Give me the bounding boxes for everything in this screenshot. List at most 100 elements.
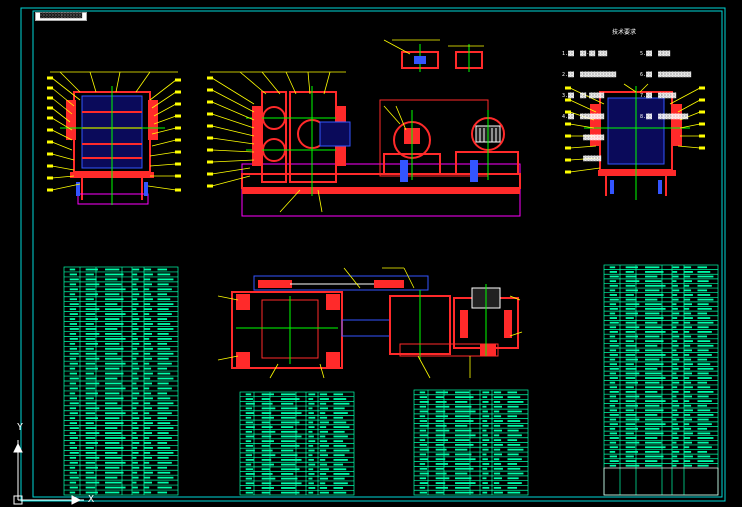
- table-cell-text: [261, 407, 276, 410]
- table-cell-text: [245, 463, 252, 466]
- table-cell-text: [645, 354, 666, 356]
- table-cell-text: [143, 447, 153, 449]
- table-cell-text: [261, 393, 274, 396]
- table-cell-text: [697, 271, 711, 273]
- detail-views-top[interactable]: [401, 44, 483, 72]
- table-cell-text: [507, 458, 522, 461]
- table-cell-text: [697, 427, 708, 430]
- table-cell-text: [672, 363, 678, 366]
- table-cell-text: [683, 432, 693, 435]
- parts-table-center-left[interactable]: [239, 391, 355, 496]
- table-cell-text: [672, 441, 677, 444]
- table-cell-text: [645, 280, 662, 283]
- table-cell-text: [281, 468, 300, 471]
- table-cell-text: [132, 303, 139, 306]
- table-cell-text: [672, 330, 678, 333]
- table-cell-text: [69, 402, 79, 405]
- table-cell-text: [697, 441, 709, 444]
- part-number-balloon: [47, 96, 53, 100]
- table-cell-text: [281, 444, 300, 447]
- table-cell-text: [132, 412, 138, 415]
- table-cell-text: [697, 326, 709, 329]
- table-cell-text: [625, 317, 634, 319]
- table-cell-text: [85, 337, 96, 340]
- parts-table-left[interactable]: [63, 266, 179, 496]
- table-cell-text: [308, 449, 315, 452]
- table-cell-text: [308, 463, 316, 466]
- table-cell-text: [319, 412, 326, 414]
- plan-view[interactable]: [231, 275, 519, 369]
- table-cell-text: [69, 337, 78, 340]
- table-cell-text: [69, 362, 78, 365]
- table-cell-text: [105, 417, 120, 420]
- table-cell-text: [157, 442, 168, 444]
- table-cell-text: [143, 412, 150, 415]
- table-cell-text: [319, 430, 329, 433]
- table-cell-text: [625, 395, 640, 398]
- table-cell-text: [333, 421, 347, 424]
- table-cell-text: [85, 456, 100, 459]
- table-cell-text: [482, 420, 488, 422]
- table-cell-text: [672, 280, 677, 283]
- parts-table-right[interactable]: [603, 264, 719, 496]
- table-cell-text: [419, 391, 426, 394]
- part-number-balloon: [565, 110, 571, 114]
- table-cell-text: [455, 482, 476, 484]
- table-cell-text: [245, 449, 255, 452]
- part-number-balloon: [47, 76, 53, 80]
- table-cell-text: [143, 442, 152, 444]
- table-cell-text: [672, 414, 679, 416]
- table-cell-text: [105, 328, 118, 330]
- table-cell-text: [85, 318, 98, 320]
- table-cell-text: [609, 317, 617, 319]
- table-cell-text: [672, 418, 677, 421]
- table-cell-text: [157, 318, 168, 320]
- table-cell-text: [672, 358, 680, 361]
- table-cell-text: [261, 421, 270, 424]
- table-cell-text: [435, 482, 446, 484]
- table-cell-text: [455, 410, 476, 413]
- table-cell-text: [105, 303, 118, 306]
- parts-table-center-right[interactable]: [413, 389, 529, 496]
- front-view[interactable]: [241, 86, 521, 217]
- table-cell-text: [143, 367, 152, 370]
- table-cell-text: [245, 435, 254, 438]
- table-cell-text: [157, 481, 169, 484]
- table-cell-text: [645, 340, 664, 343]
- table-cell-text: [493, 405, 503, 408]
- table-cell-text: [105, 476, 118, 479]
- table-cell-text: [261, 458, 272, 461]
- table-cell-text: [69, 437, 78, 439]
- table-cell-text: [672, 266, 680, 269]
- table-cell-text: [105, 337, 126, 340]
- table-cell-text: [105, 323, 124, 325]
- table-cell-text: [105, 293, 120, 296]
- table-cell-text: [493, 439, 502, 442]
- table-cell-text: [143, 377, 151, 380]
- table-cell-text: [672, 404, 680, 407]
- table-cell-text: [697, 404, 708, 407]
- table-cell-text: [85, 486, 96, 489]
- table-cell-text: [455, 391, 470, 394]
- table-cell-text: [683, 409, 693, 412]
- table-cell-text: [645, 418, 662, 421]
- table-cell-text: [143, 466, 152, 469]
- table-cell-text: [672, 427, 680, 430]
- table-cell-text: [419, 420, 427, 422]
- part-number-balloon: [207, 100, 213, 104]
- table-cell-text: [105, 451, 118, 454]
- table-cell-text: [683, 427, 692, 430]
- table-cell-text: [157, 486, 172, 489]
- left-side-view[interactable]: [60, 86, 165, 205]
- table-cell-text: [333, 468, 347, 471]
- table-cell-text: [625, 326, 640, 329]
- table-cell-text: [281, 398, 300, 400]
- table-cell-text: [455, 448, 468, 451]
- table-cell-text: [683, 317, 693, 319]
- table-cell-text: [132, 461, 138, 464]
- table-cell-text: [157, 392, 168, 395]
- table-cell-text: [697, 437, 714, 439]
- table-cell-text: [493, 448, 501, 451]
- table-cell-text: [419, 443, 427, 446]
